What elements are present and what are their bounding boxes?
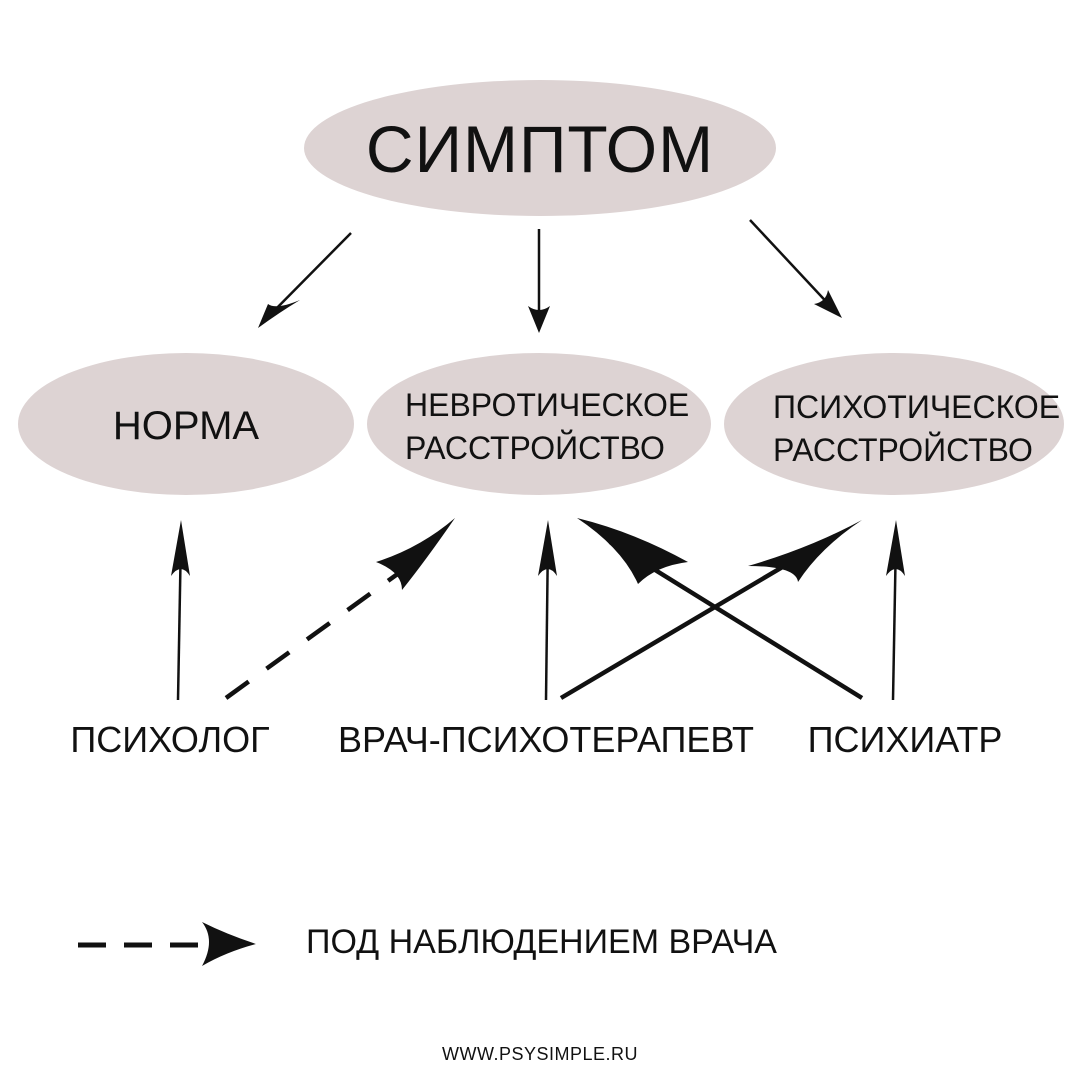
arrowhead-norm xyxy=(258,300,300,328)
psychotic-ellipse xyxy=(724,353,1064,495)
neurotic-label-line2: РАССТРОЙСТВО xyxy=(405,429,665,466)
psychotic-label: ПСИХОТИЧЕСКОЕ РАССТРОЙСТВО xyxy=(773,386,1060,471)
arrowhead-dashed-neurotic xyxy=(376,518,455,590)
arrowhead-cross-neurotic xyxy=(577,518,688,584)
legend-arrowhead xyxy=(202,922,256,966)
psychiatrist-label: ПСИХИАТР xyxy=(807,719,1003,760)
arrow-symptom-to-psychotic xyxy=(749,219,835,311)
arrow-symptom-to-norm xyxy=(264,232,352,321)
psychotherapist-label: ВРАЧ-ПСИХОТЕРАПЕВТ xyxy=(337,719,755,760)
symptom-label: СИМПТОМ xyxy=(365,112,715,186)
neurotic-label-line1: НЕВРОТИЧЕСКОЕ xyxy=(405,387,690,423)
norm-label: НОРМА xyxy=(112,404,260,448)
arrowhead-psychotic xyxy=(814,290,842,318)
arrowhead-cross-psychotic xyxy=(748,520,862,582)
legend-label: ПОД НАБЛЮДЕНИЕМ ВРАЧА xyxy=(306,923,777,961)
psychotic-label-line2: РАССТРОЙСТВО xyxy=(773,431,1033,468)
footer-website: WWW.PSYSIMPLE.RU xyxy=(441,1044,639,1064)
arrowhead-up-psychotic xyxy=(886,520,905,576)
neurotic-ellipse xyxy=(367,353,711,495)
arrowhead-up-neurotic xyxy=(538,520,557,576)
dashed-arrow-psychologist-to-neurotic xyxy=(224,563,412,700)
neurotic-label: НЕВРОТИЧЕСКОЕ РАССТРОЙСТВО xyxy=(405,384,689,469)
arrowhead-neurotic xyxy=(528,306,550,333)
psychotic-label-line1: ПСИХОТИЧЕСКОЕ xyxy=(773,389,1061,425)
symptom-ellipse xyxy=(304,80,776,216)
arrowhead-up-norm xyxy=(171,520,190,576)
psychologist-label: ПСИХОЛОГ xyxy=(70,719,270,760)
norm-ellipse xyxy=(18,353,354,495)
